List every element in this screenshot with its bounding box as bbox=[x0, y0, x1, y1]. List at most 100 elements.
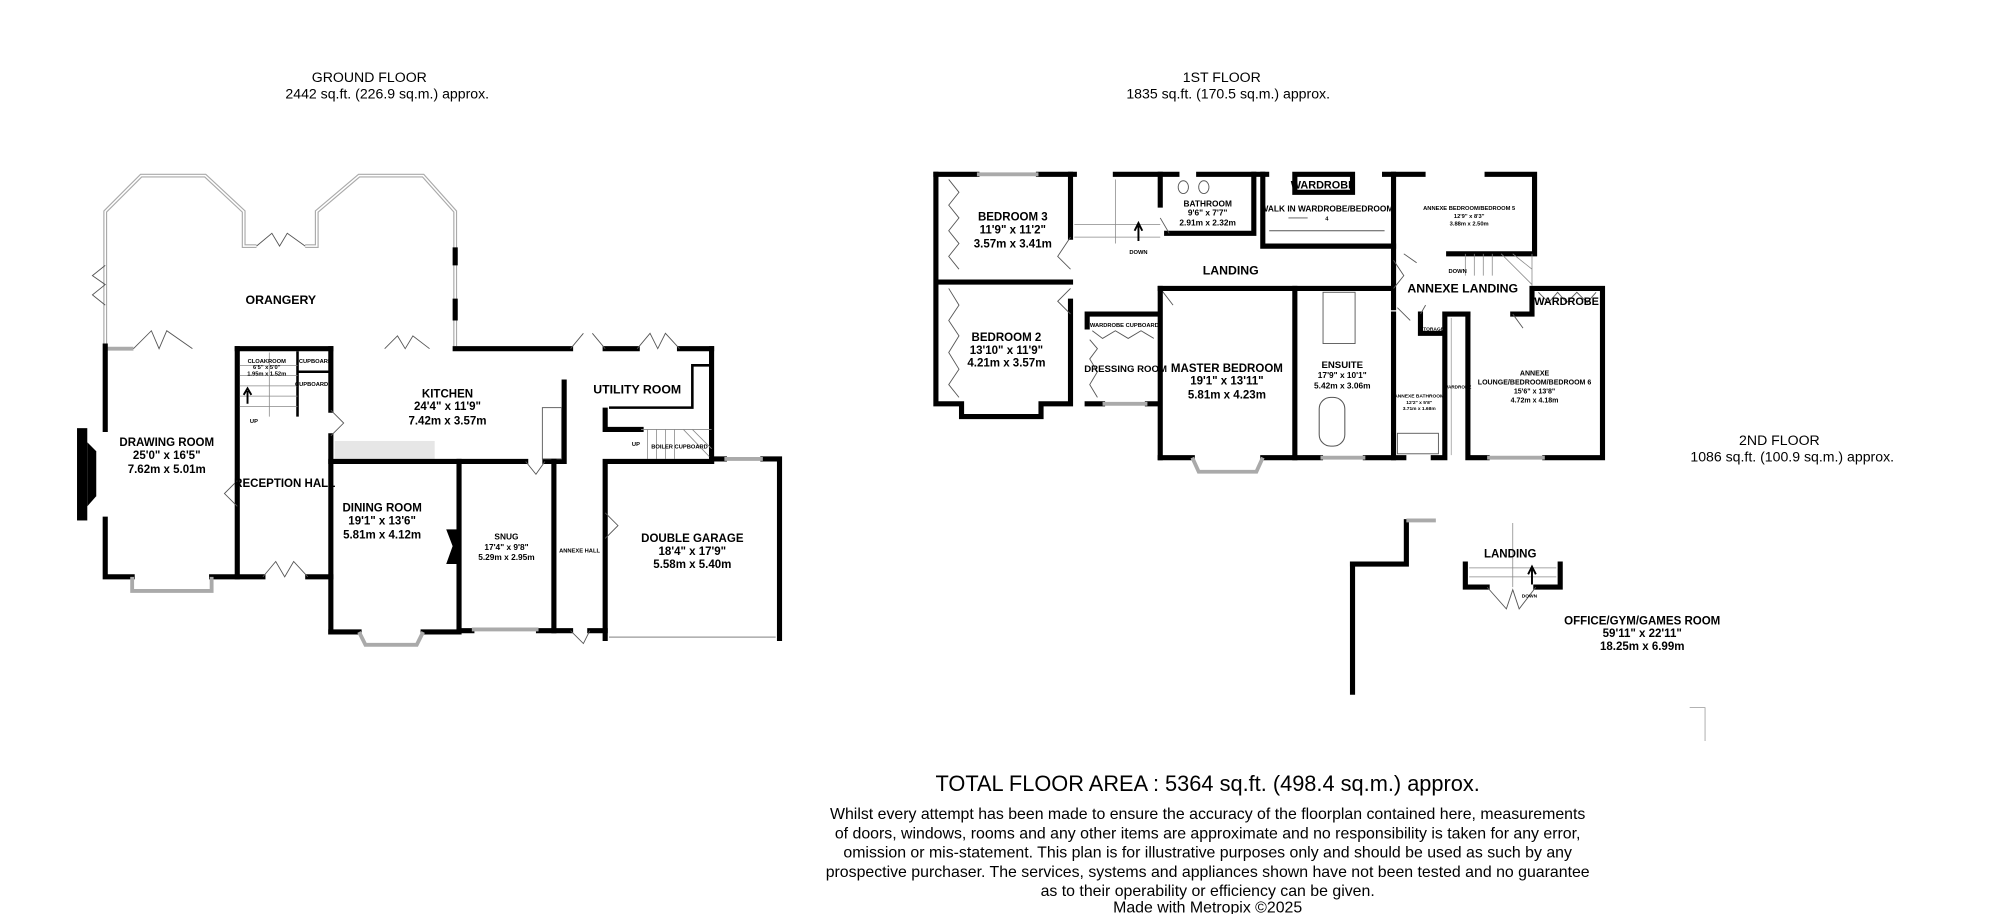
room-imperial: 11'9" x 11'2" bbox=[980, 224, 1046, 236]
room-name: DINING ROOM bbox=[342, 502, 421, 514]
room-label-boiler-cupboard: BOILER CUPBOARD bbox=[651, 445, 708, 451]
room-metric: 7.42m x 3.57m bbox=[408, 415, 486, 427]
room-imperial: 18'4" x 17'9" bbox=[659, 546, 727, 558]
annexe-bath-icon bbox=[1396, 432, 1439, 455]
room-name: OFFICE/GYM/GAMES ROOM bbox=[1564, 615, 1720, 627]
room-label-wardrobe: WARDROBE bbox=[1534, 296, 1599, 308]
room-name: ANNEXE bbox=[1520, 371, 1550, 378]
room-label-bedroom-3: BEDROOM 3 11'9" x 11'2" 3.57m x 3.41m bbox=[974, 211, 1052, 250]
total-floor-area: TOTAL FLOOR AREA : 5364 sq.ft. (498.4 sq… bbox=[935, 771, 1479, 796]
room-label-ensuite: ENSUITE 17'9" x 10'1" 5.42m x 3.06m bbox=[1314, 360, 1371, 391]
credit: Made with Metropix ©2025 bbox=[1113, 900, 1302, 914]
bath-icon bbox=[1318, 396, 1346, 447]
room-metric: 3.71m x 1.68m bbox=[1403, 406, 1437, 412]
room-label-wardrobe-cupboard: WARDROBE CUPBOARD bbox=[1090, 323, 1159, 329]
stair-up-arrow-icon bbox=[1133, 220, 1144, 241]
range-cooker-icon bbox=[541, 407, 563, 460]
room-imperial: 17'9" x 10'1" bbox=[1318, 370, 1367, 380]
room-imperial: 15'6" x 13'8" bbox=[1514, 389, 1555, 396]
ground-floor-plan: ORANGERY CLOAKROOM 6'5" x 5'0" 1.95m x 1… bbox=[77, 173, 783, 647]
room-label-bedroom-2: BEDROOM 2 13'10" x 11'9" 4.21m x 3.57m bbox=[967, 332, 1045, 370]
room-label-kitchen: KITCHEN 24'4" x 11'9" 7.42m x 3.57m bbox=[408, 388, 486, 427]
room-imperial: 19'1" x 13'11" bbox=[1190, 376, 1263, 388]
room-name: DRAWING ROOM bbox=[119, 437, 214, 449]
room-metric: 5.29m x 2.95m bbox=[478, 552, 535, 562]
room-metric: 5.42m x 3.06m bbox=[1314, 380, 1371, 390]
disclaimer-line: of doors, windows, rooms and any other i… bbox=[835, 825, 1581, 842]
disclaimer: Whilst every attempt has been made to en… bbox=[826, 806, 1590, 900]
room-label-walk-in-wardrobe: WALK IN WARDROBE/BEDROOM 4 bbox=[1260, 204, 1393, 223]
room-imperial: 12'9" x 8'3" bbox=[1454, 214, 1485, 220]
room-name: ANNEXE BEDROOM/BEDROOM 5 bbox=[1423, 206, 1516, 212]
room-metric: 4.72m x 4.18m bbox=[1511, 398, 1559, 405]
room-label-cupboard: CUPBOARD bbox=[295, 382, 328, 388]
second-floor-title: 2ND FLOOR bbox=[1739, 432, 1820, 448]
room-name: KITCHEN bbox=[422, 388, 473, 400]
stair-label: UP bbox=[632, 442, 640, 448]
first-floor-area: 1835 sq.ft. (170.5 sq.m.) approx. bbox=[1126, 86, 1330, 102]
room-name: DOUBLE GARAGE bbox=[641, 533, 744, 545]
room-name: CLOAKROOM bbox=[248, 359, 287, 365]
ground-floor-title: GROUND FLOOR bbox=[312, 69, 427, 85]
toilet-icon bbox=[1177, 180, 1189, 195]
room-metric: 5.58m x 5.40m bbox=[653, 559, 731, 571]
stair-label: UP bbox=[250, 419, 258, 425]
room-name: BATHROOM bbox=[1183, 198, 1231, 208]
room-label-wardrobe: WARDROBE bbox=[1291, 179, 1356, 191]
bidet-icon bbox=[1198, 180, 1210, 195]
room-imperial: 17'4" x 9'8" bbox=[484, 542, 528, 552]
room-metric: 18.25m x 6.99m bbox=[1600, 641, 1685, 653]
room-metric: 5.81m x 4.12m bbox=[343, 529, 421, 541]
room-label-wardrobe: WARDROBE bbox=[1444, 384, 1471, 389]
kitchen-counter bbox=[334, 440, 435, 459]
room-name: MASTER BEDROOM bbox=[1171, 363, 1283, 375]
ground-floor-area: 2442 sq.ft. (226.9 sq.m.) approx. bbox=[285, 86, 489, 102]
room-label-snug: SNUG 17'4" x 9'8" 5.29m x 2.95m bbox=[478, 532, 535, 563]
disclaimer-line: prospective purchaser. The services, sys… bbox=[826, 864, 1590, 881]
room-label-annexe-lounge: ANNEXE LOUNGE/BEDROOM/BEDROOM 6 15'6" x … bbox=[1478, 371, 1592, 405]
room-label-storage: STORAGE bbox=[1420, 327, 1445, 333]
room-name: BEDROOM 3 bbox=[978, 211, 1048, 223]
disclaimer-line: as to their operability or efficiency ca… bbox=[1041, 883, 1375, 900]
room-label-bathroom: BATHROOM 9'6" x 7'7" 2.91m x 2.32m bbox=[1179, 198, 1236, 227]
room-label-cloakroom: CLOAKROOM 6'5" x 5'0" 1.95m x 1.52m bbox=[247, 359, 286, 378]
room-name: ENSUITE bbox=[1321, 360, 1363, 371]
room-label-drawing-room: DRAWING ROOM 25'0" x 16'5" 7.62m x 5.01m bbox=[119, 437, 214, 476]
room-imperial: 59'11" x 22'11" bbox=[1603, 628, 1682, 640]
room-name-line2: 4 bbox=[1325, 216, 1329, 222]
stair-label: DOWN bbox=[1129, 250, 1147, 256]
room-label-cupboard: CUPBOARD bbox=[299, 359, 332, 365]
room-imperial: 6'5" x 5'0" bbox=[253, 365, 281, 371]
room-label-reception-hall: RECEPTION HALL bbox=[234, 478, 335, 490]
stair-up-arrow-icon bbox=[1527, 564, 1537, 585]
room-label-annexe-hall: ANNEXE HALL bbox=[559, 549, 600, 555]
room-label-annexe-landing: ANNEXE LANDING bbox=[1407, 281, 1518, 295]
room-name: BEDROOM 2 bbox=[972, 332, 1042, 344]
room-metric: 3.57m x 3.41m bbox=[974, 238, 1052, 250]
disclaimer-line: Whilst every attempt has been made to en… bbox=[830, 806, 1585, 823]
room-label-office-gym-games-room: OFFICE/GYM/GAMES ROOM 59'11" x 22'11" 18… bbox=[1564, 615, 1720, 653]
room-name-line2: LOUNGE/BEDROOM/BEDROOM 6 bbox=[1478, 380, 1592, 387]
room-metric: 2.91m x 2.32m bbox=[1179, 218, 1236, 228]
room-label-annexe-bedroom: ANNEXE BEDROOM/BEDROOM 5 12'9" x 8'3" 3.… bbox=[1423, 206, 1516, 227]
room-metric: 7.62m x 5.01m bbox=[128, 464, 206, 476]
room-label-annexe-bathroom: ANNEXE BATHROOM 12'2" x 5'8" 3.71m x 1.6… bbox=[1394, 393, 1444, 412]
room-imperial: 12'2" x 5'8" bbox=[1406, 400, 1432, 406]
stair-up-arrow-icon bbox=[242, 386, 253, 404]
stair-label: DOWN bbox=[1449, 269, 1467, 275]
room-imperial: 9'6" x 7'7" bbox=[1188, 207, 1228, 217]
room-imperial: 19'1" x 13'6" bbox=[348, 515, 416, 527]
room-label-landing: LANDING bbox=[1484, 549, 1536, 561]
stair-label: DOWN bbox=[1522, 593, 1538, 599]
room-imperial: 24'4" x 11'9" bbox=[414, 401, 481, 413]
room-label-dining-room: DINING ROOM 19'1" x 13'6" 5.81m x 4.12m bbox=[342, 502, 421, 541]
room-metric: 1.95m x 1.52m bbox=[247, 372, 286, 378]
room-imperial: 13'10" x 11'9" bbox=[970, 345, 1043, 357]
room-metric: 4.21m x 3.57m bbox=[967, 358, 1045, 370]
room-metric: 5.81m x 4.23m bbox=[1188, 390, 1266, 402]
room-imperial: 25'0" x 16'5" bbox=[133, 450, 201, 462]
disclaimer-line: omission or mis-statement. This plan is … bbox=[843, 845, 1572, 862]
fireplace-icon bbox=[77, 428, 88, 521]
room-label-dressing-room: DRESSING ROOM bbox=[1084, 364, 1167, 375]
